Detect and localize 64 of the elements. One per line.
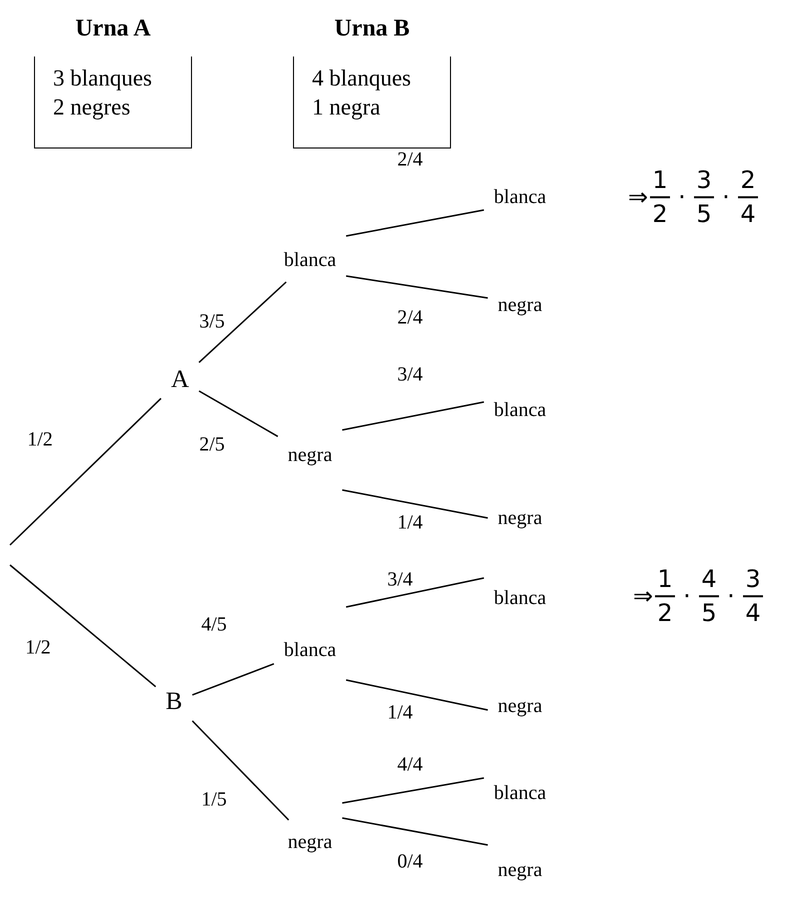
- product-dot: ·: [726, 584, 736, 608]
- numerator: 4: [700, 567, 718, 591]
- edge-label: 1/4: [387, 702, 413, 724]
- outcome-label: negra: [496, 506, 544, 531]
- product-dot: ·: [682, 584, 692, 608]
- urn-heading: Urna B: [334, 16, 410, 42]
- edge-label: 1/2: [25, 636, 51, 660]
- branch-line: [10, 564, 156, 688]
- branch-line: [342, 817, 488, 846]
- branch-line: [192, 663, 274, 696]
- numerator: 3: [744, 567, 762, 591]
- branch-line: [342, 489, 488, 519]
- denominator: 4: [739, 202, 757, 226]
- outcome-label: negra: [496, 858, 544, 883]
- outcome-label: negra: [286, 830, 334, 855]
- edge-label: 0/4: [397, 850, 423, 874]
- edge-label: 2/5: [199, 434, 225, 456]
- product-dot: ·: [721, 185, 731, 209]
- numerator: 3: [695, 168, 713, 192]
- outcome-label: negra: [496, 293, 544, 318]
- edge-label: 4/5: [201, 614, 227, 636]
- numerator: 2: [739, 168, 757, 192]
- branch-line: [342, 777, 484, 804]
- outcome-label: blanca: [282, 248, 338, 273]
- branch-line: [346, 679, 488, 711]
- denominator: 2: [651, 202, 669, 226]
- branch-line: [9, 398, 162, 546]
- branch-line: [346, 577, 484, 608]
- urn-node-label: A: [170, 365, 190, 395]
- branch-line: [346, 209, 484, 237]
- outcome-label: negra: [496, 694, 544, 719]
- implies-symbol: ⇒: [632, 584, 654, 608]
- branch-line: [346, 275, 488, 299]
- edge-label: 3/4: [397, 364, 423, 386]
- outcome-label: blanca: [492, 586, 548, 611]
- urn-contents: 3 blanques 2 negres: [53, 64, 154, 122]
- denominator: 5: [700, 601, 718, 625]
- branch-line: [342, 401, 484, 431]
- branch-line: [192, 720, 290, 821]
- edge-label: 2/4: [397, 306, 423, 330]
- numerator: 1: [656, 567, 674, 591]
- edge-label: 1/2: [27, 428, 53, 452]
- branch-line: [198, 390, 278, 438]
- outcome-label: blanca: [492, 398, 548, 423]
- edge-label: 1/5: [201, 788, 227, 812]
- implies-symbol: ⇒: [626, 185, 650, 209]
- urn-heading: Urna A: [75, 16, 151, 42]
- denominator: 5: [695, 202, 713, 226]
- product-dot: ·: [677, 185, 687, 209]
- edge-label: 3/4: [387, 568, 413, 592]
- edge-label: 1/4: [397, 512, 423, 534]
- outcome-label: blanca: [492, 781, 548, 806]
- outcome-label: negra: [286, 443, 334, 468]
- denominator: 4: [744, 601, 762, 625]
- edge-label: 2/4: [397, 148, 423, 172]
- urn-contents: 4 blanques 1 negra: [312, 64, 412, 122]
- outcome-label: blanca: [282, 638, 338, 663]
- edge-label: 4/4: [397, 754, 423, 776]
- urn-node-label: B: [164, 687, 184, 717]
- denominator: 2: [656, 601, 674, 625]
- branch-line: [198, 281, 287, 363]
- numerator: 1: [651, 168, 669, 192]
- outcome-label: blanca: [492, 185, 548, 210]
- edge-label: 3/5: [199, 310, 225, 334]
